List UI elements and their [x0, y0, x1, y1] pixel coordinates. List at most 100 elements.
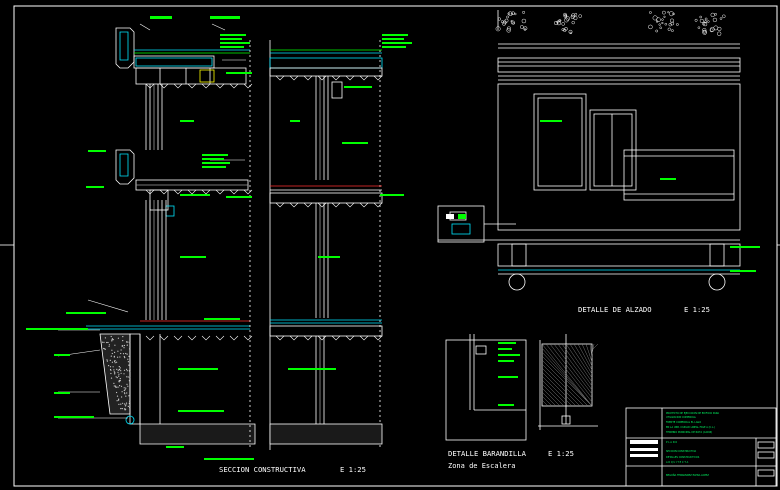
gravel-dot	[114, 360, 116, 362]
plant-leaf	[514, 12, 517, 16]
gravel-dot	[127, 361, 129, 363]
gravel-dot	[114, 372, 116, 374]
plant-leaf	[672, 12, 675, 16]
slab-rib	[173, 335, 183, 341]
gravel-dot	[109, 359, 111, 361]
plant-leaf	[565, 16, 570, 21]
slab-rib	[159, 83, 169, 89]
gravel-dot	[111, 338, 113, 340]
gravel-dot	[115, 385, 117, 387]
gravel-dot	[114, 351, 116, 353]
gravel-dot	[124, 357, 126, 359]
gravel-dot	[102, 341, 104, 343]
gravel-dot	[111, 352, 113, 355]
hatch-line	[541, 355, 593, 407]
slab-rib	[229, 189, 239, 195]
plant-leaf	[655, 20, 659, 23]
slab-rib	[373, 335, 383, 341]
hatch-line	[585, 343, 593, 363]
gravel-dot	[122, 336, 124, 338]
plant-leaf	[564, 17, 569, 23]
gravel-hatch	[102, 335, 131, 411]
hatch-line	[565, 343, 593, 383]
plant-leaf	[521, 18, 527, 24]
hatch-line	[557, 343, 593, 391]
gravel-dot	[119, 380, 121, 382]
gravel-dot	[126, 376, 128, 378]
vegetation-hatch	[495, 10, 726, 36]
scale-alzado: E 1:25	[684, 305, 710, 314]
plant-leaf	[573, 15, 578, 21]
gravel-dot	[122, 353, 125, 355]
subtitle-barandilla: Zona de Escalera	[448, 462, 515, 470]
hatch-line	[549, 343, 593, 399]
plant-leaf	[704, 20, 707, 24]
slab-rib	[201, 189, 211, 195]
plant-leaf	[702, 22, 706, 26]
plant-leaf	[709, 28, 714, 33]
tb-project-line-3: FRENTE COMERCIAL EL LAGO	[666, 421, 701, 424]
slab-ribs	[145, 75, 383, 341]
gravel-dot	[110, 355, 112, 357]
gravel-dot	[119, 385, 121, 387]
plant-leaf	[510, 20, 513, 23]
gravel-dot	[113, 382, 115, 384]
gravel-dot	[117, 356, 119, 358]
slab-rib	[359, 75, 369, 81]
gravel-dot	[128, 395, 130, 397]
tb-plan-header: P L A N O	[666, 441, 677, 444]
slab-rib	[317, 335, 327, 341]
gravel-dot	[115, 376, 117, 378]
plant-leaf	[661, 21, 664, 25]
hatch-line	[541, 367, 581, 407]
hatch-line	[541, 351, 593, 407]
plant-leaf	[519, 25, 524, 29]
gravel-dot	[125, 387, 127, 389]
gravel-dot	[129, 348, 131, 350]
plant-leaf	[702, 30, 708, 35]
gravel-dot	[126, 392, 128, 394]
plant-leaf	[668, 23, 672, 27]
hatch-line	[541, 387, 561, 407]
gravel-dot	[127, 405, 129, 407]
gravel-dot	[119, 378, 121, 380]
plant-leaf	[563, 14, 567, 18]
hatch-line	[577, 343, 593, 371]
gravel-dot	[116, 395, 119, 397]
hatch-line	[581, 343, 593, 367]
tb-architect-header: A R Q U I T E C T A	[666, 461, 689, 464]
plant-leaf	[707, 20, 710, 23]
tb-project-line-2: UTILIZACION COMERCIAL	[666, 416, 697, 419]
hatch-line	[541, 391, 557, 407]
gravel-dot	[117, 399, 120, 401]
gravel-dot	[126, 344, 128, 346]
gravel-dot	[128, 355, 130, 357]
title-seccion: SECCION CONSTRUCTIVA	[219, 465, 306, 474]
gravel-dot	[104, 348, 106, 350]
slab-rib	[201, 335, 211, 341]
plant-leaf	[658, 23, 661, 26]
slab-rib	[229, 83, 239, 89]
gravel-dot	[118, 375, 120, 377]
gravel-dot	[129, 376, 131, 378]
plant-leaf	[553, 20, 559, 26]
hatch-line	[541, 371, 577, 407]
tb-plan-line-2: DETALLES CONSTRUCTIVOS	[666, 456, 700, 459]
plant-leaf	[523, 26, 528, 31]
gravel-dot	[120, 370, 122, 372]
plant-leaf	[495, 26, 501, 32]
gravel-dot	[120, 372, 122, 374]
hatch-line	[561, 343, 593, 387]
section-constructive-detail	[86, 27, 256, 450]
slab-rib	[173, 83, 183, 89]
gravel-dot	[123, 344, 125, 347]
elevation-annotation-texts	[446, 120, 760, 272]
gravel-dot	[118, 403, 120, 405]
gravel-dot	[109, 368, 112, 371]
tb-project-line-1: PROYECTO DE EJECUCION DE EDIFICIO PARA	[666, 412, 719, 415]
gravel-dot	[123, 387, 125, 389]
gravel-dot	[117, 386, 119, 388]
plant-leaf	[649, 11, 652, 14]
gravel-dot	[108, 344, 110, 346]
gravel-dot	[129, 406, 131, 408]
